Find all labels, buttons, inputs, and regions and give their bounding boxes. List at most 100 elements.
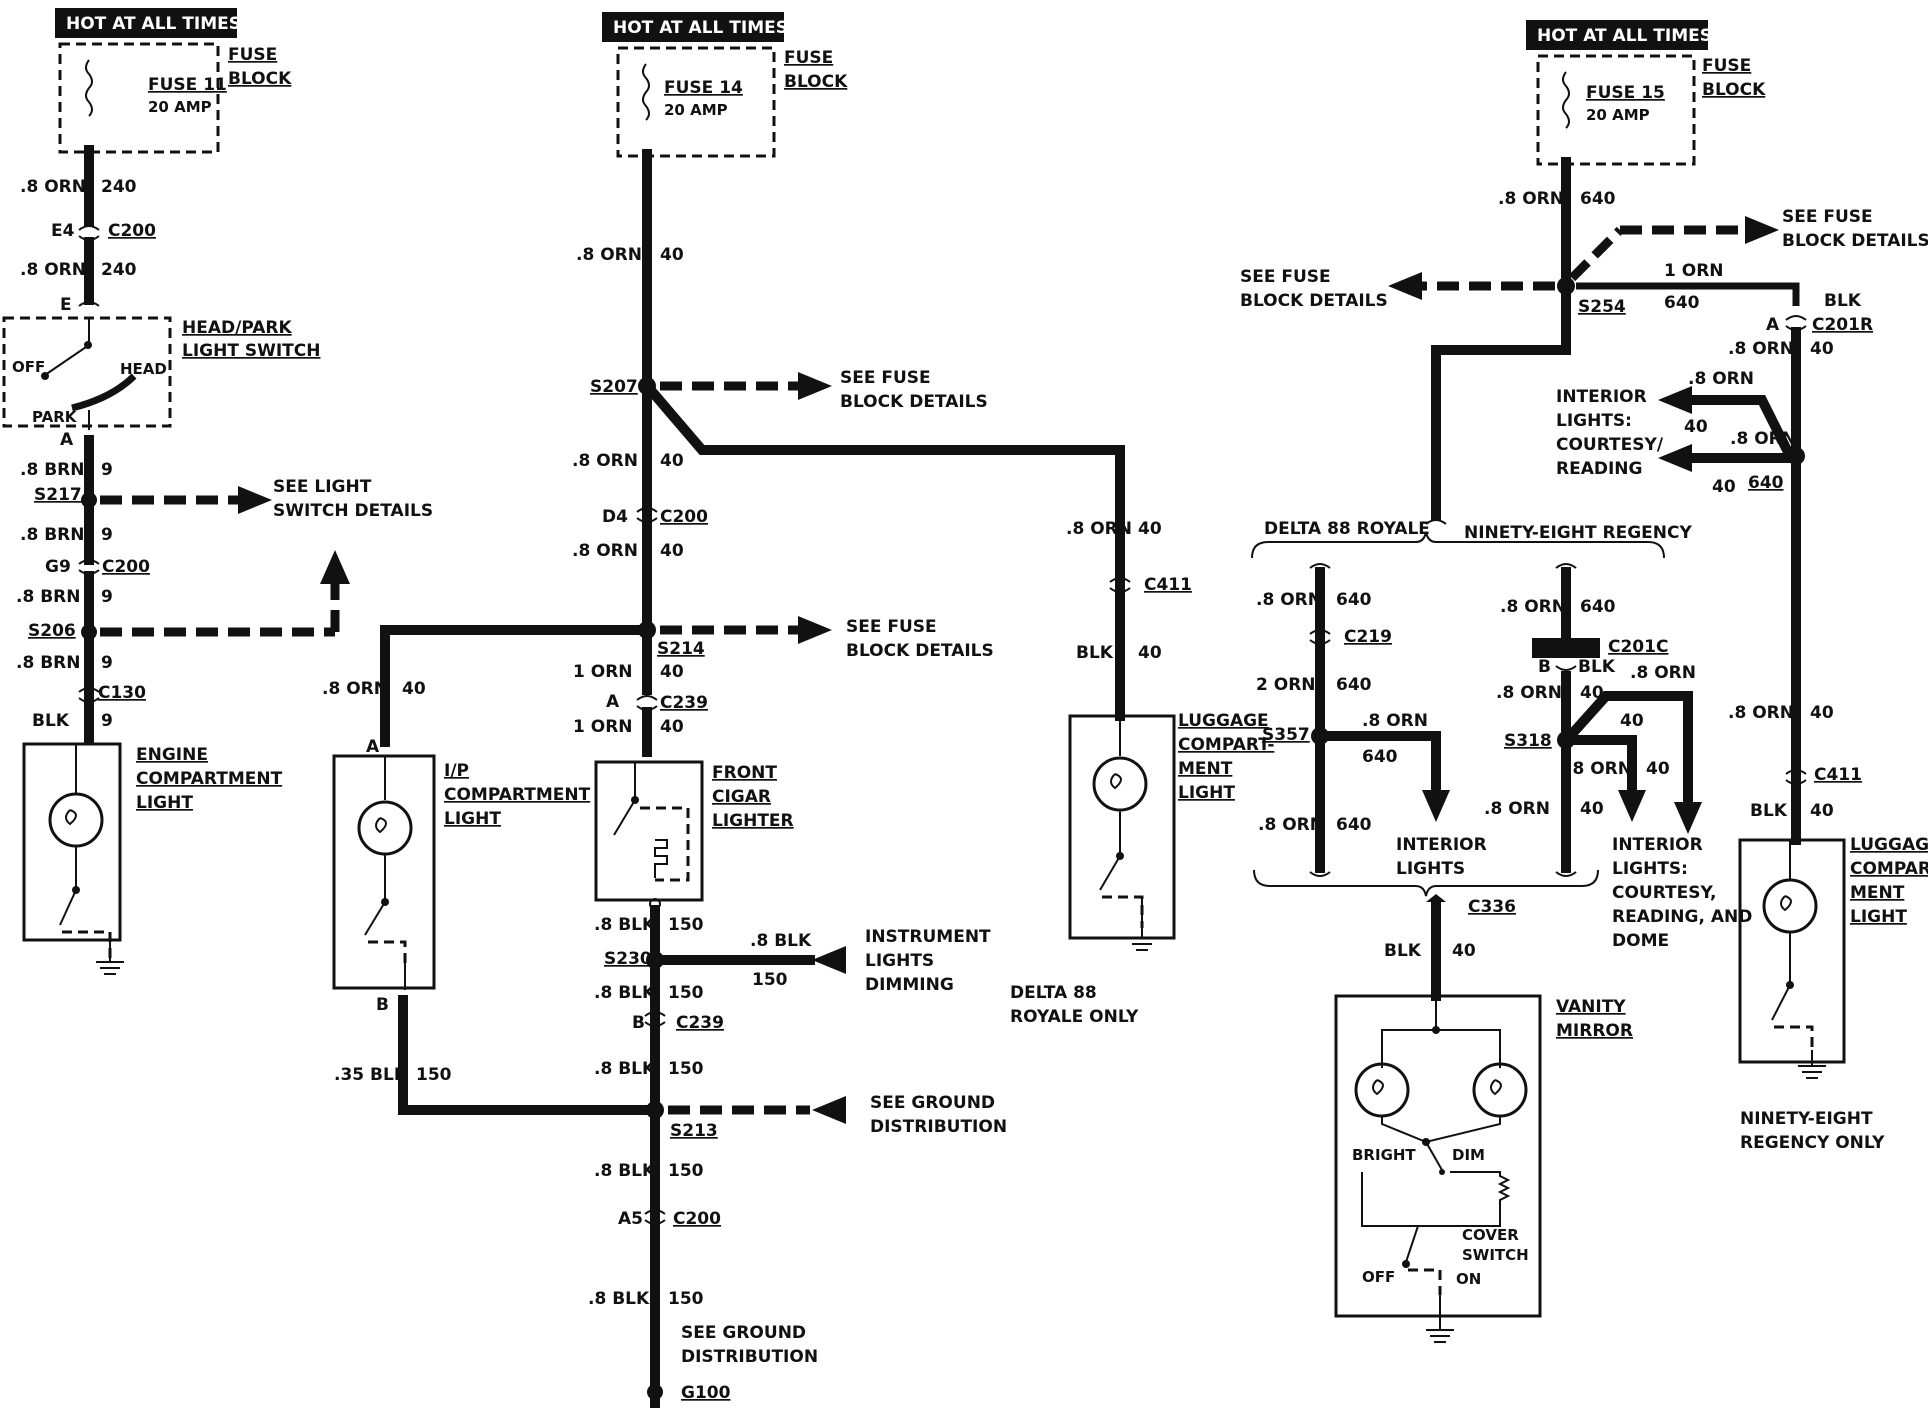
wire-label: 40 [1684,417,1708,437]
connector-icon [78,301,100,307]
wire-label: .8 ORN [1256,590,1322,610]
connector-pin: D4 [602,507,628,527]
connector-id: C200 [673,1209,721,1229]
wire-label: .8 ORN [1630,663,1696,683]
connector-pin: B [1538,657,1551,677]
wire-label: 150 [752,970,788,990]
vanity-on-label: ON [1456,1270,1481,1288]
ground-id: G100 [681,1383,731,1403]
connector-pin: A [60,430,74,450]
engine-light-label: ENGINE [136,745,208,765]
heating-element-icon [654,839,668,878]
cigar-lighter-label: CIGAR [712,787,771,807]
wire-label: .8 ORN [1730,429,1796,449]
see-fuse-block-label: BLOCK DETAILS [846,641,994,661]
wire-label: .8 ORN [1728,703,1794,723]
splice-id: 640 [1748,473,1784,493]
splice-id: S213 [670,1121,718,1141]
wire-label: 2 ORN [1256,675,1316,695]
engine-light-label: LIGHT [136,793,193,813]
ground-icon [96,961,124,975]
bulb-filament-icon [1110,773,1122,790]
splice-id: S357 [1262,725,1310,745]
wire-label: 240 [101,260,137,280]
fuse-block-box [58,42,220,154]
splice-id: S207 [590,377,638,397]
head-park-label: HEAD/PARK [182,318,292,338]
see-fuse-block-label: SEE FUSE [1782,207,1873,227]
wire-label: .8 ORN [1688,369,1754,389]
switch-contact-icon [71,373,137,412]
wire-label: .8 ORN [20,177,86,197]
splice-dot [81,492,97,508]
wire-label: .8 BRN [16,653,80,673]
switch-arm-icon [44,344,90,376]
cigar-lighter-label: FRONT [712,763,777,783]
splice-id: S318 [1504,731,1552,751]
circuit-fuse14: HOT AT ALL TIMES FUSE BLOCK FUSE 14 20 A… [322,12,1274,1408]
see-light-switch-label: SWITCH DETAILS [273,501,433,521]
hot-at-all-times-badge [1526,20,1708,50]
fuse-name: FUSE 11 [148,75,227,95]
wire-label: 40 [1620,711,1644,731]
see-light-switch-label: SEE LIGHT [273,477,372,497]
see-fuse-block-label: BLOCK DETAILS [1782,231,1928,251]
wire-label: 40 [1452,941,1476,961]
wire-label: BLK [32,711,70,731]
wire-label: 9 [101,711,113,731]
connector-icon [78,687,100,703]
wire-label: BLK [1076,643,1114,663]
bulb-icon [48,792,104,848]
wire-label: .8 BRN [20,525,84,545]
see-fuse-block-label: SEE FUSE [840,368,931,388]
connector-icon [1785,769,1807,785]
wire-label: .8 ORN [1566,759,1632,779]
wire-label: .8 ORN [1484,799,1550,819]
wire-label: 40 [1138,643,1162,663]
see-fuse-block-label: SEE FUSE [1240,267,1331,287]
connector-pin: A [606,692,620,712]
vanity-mirror-housing [1334,994,1542,1318]
head-park-label: LIGHT SWITCH [182,341,320,361]
head-park-switch-box [2,316,172,428]
wire-label: 640 [1580,597,1616,617]
connector-icon [644,1209,666,1225]
splice-dot [646,951,664,969]
delta-only-label: DELTA 88 [1010,983,1097,1003]
splice-dot [1311,727,1329,745]
ip-light-label: LIGHT [444,809,501,829]
bulb-filament-icon [375,817,387,834]
wire-label: 40 [402,679,426,699]
connector-id: C201R [1812,315,1873,335]
ninety-only-label: NINETY-EIGHT [1740,1109,1873,1129]
fuse-icon [85,59,93,117]
wire-label: 640 [1664,293,1700,313]
wire-label: 150 [668,1161,704,1181]
splice-dot [81,624,97,640]
vanity-off-label: OFF [1362,1268,1395,1286]
see-fuse-block-label: SEE FUSE [846,617,937,637]
wire-label: .8 BLK [594,915,656,935]
see-ground-label: DISTRIBUTION [681,1347,818,1367]
ip-light-label: I/P [444,761,469,781]
wire-label: 150 [416,1065,452,1085]
connector-pin: A [1766,315,1780,335]
wire-label: 40 [660,451,684,471]
wire-label: .8 ORN [322,679,388,699]
hot-label: HOT AT ALL TIMES [1537,26,1712,46]
wire-label: .8 ORN [1496,683,1562,703]
luggage-light-label: MENT [1178,759,1233,779]
wire-label: .8 BLK [594,983,656,1003]
vanity-dim-label: DIM [1452,1146,1485,1164]
wire-label: 40 [660,662,684,682]
connector-icon [1309,629,1331,645]
hot-at-all-times-badge [602,12,784,42]
see-ground-label: SEE GROUND [681,1323,806,1343]
wire-label: .8 ORN [572,541,638,561]
circuit-engine-compartment: HOT AT ALL TIMES FUSE BLOCK FUSE 11 20 A… [2,8,433,975]
hot-at-all-times-badge [55,8,237,38]
wire-label: .35 BLK [334,1065,408,1085]
interior-courtesy-label: INTERIOR [1556,387,1647,407]
connector-block [1532,638,1600,658]
